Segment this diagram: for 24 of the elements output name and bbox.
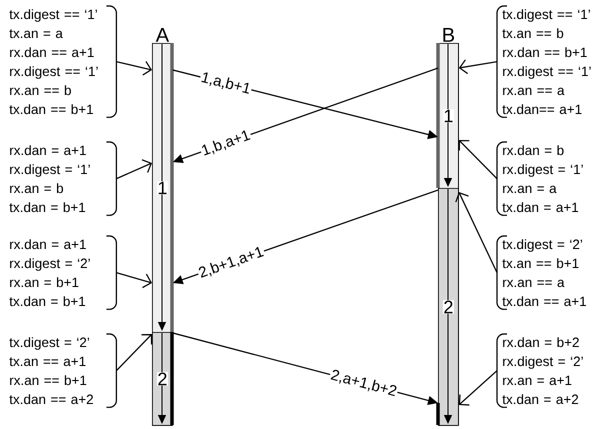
arrow (116, 159, 152, 180)
node-label: A (156, 28, 170, 42)
arrow (455, 192, 498, 273)
arrow (458, 59, 498, 74)
timeline-segment: 1 (152, 43, 174, 333)
condition-note: tx.digest = ‘2’ tx.an == a+1 rx.an == b+1 tx.dan == a+2 (9, 333, 117, 408)
timeline-segment: 2 (436, 188, 459, 426)
arrow (458, 140, 498, 180)
condition-note: rx.dan = b+2 rx.digest = ‘2’ rx.an = a+1 tx.dan = a+2 (496, 333, 583, 408)
condition-note: rx.dan = b rx.digest = ‘1’ rx.an = a tx.dan = a+1 (496, 141, 583, 216)
arrow (116, 334, 152, 372)
arrow (116, 61, 152, 76)
arrow (116, 272, 152, 288)
condition-note: tx.digest == ‘1’ tx.an = a rx.dan == a+1 rx.digest == ‘1’ rx.an == b tx.dan == b+1 (9, 5, 117, 118)
condition-note: rx.dan = a+1 rx.digest = ‘2’ rx.an = b+1 tx.dan = b+1 (9, 235, 117, 310)
node-label: B (443, 28, 454, 42)
edge-label: 1,b,a+1 (198, 127, 254, 159)
timeline-segment: 1 (436, 43, 459, 189)
condition-note: tx.digest == ‘1’ tx.an == b rx.dan == b+1 rx.digest == ‘1’ rx.an == a tx.dan== a+1 (496, 5, 591, 118)
timeline-segment: 2 (152, 332, 174, 426)
condition-note: tx.digest = ‘2’ tx.an == b+1 rx.an == a tx.dan == a+1 (496, 235, 586, 310)
arrow (458, 370, 498, 406)
condition-note: rx.dan = a+1 rx.digest = ‘1’ rx.an = b tx.dan = b+1 (9, 141, 117, 216)
edge-label: 1,a,b+1 (198, 70, 254, 97)
